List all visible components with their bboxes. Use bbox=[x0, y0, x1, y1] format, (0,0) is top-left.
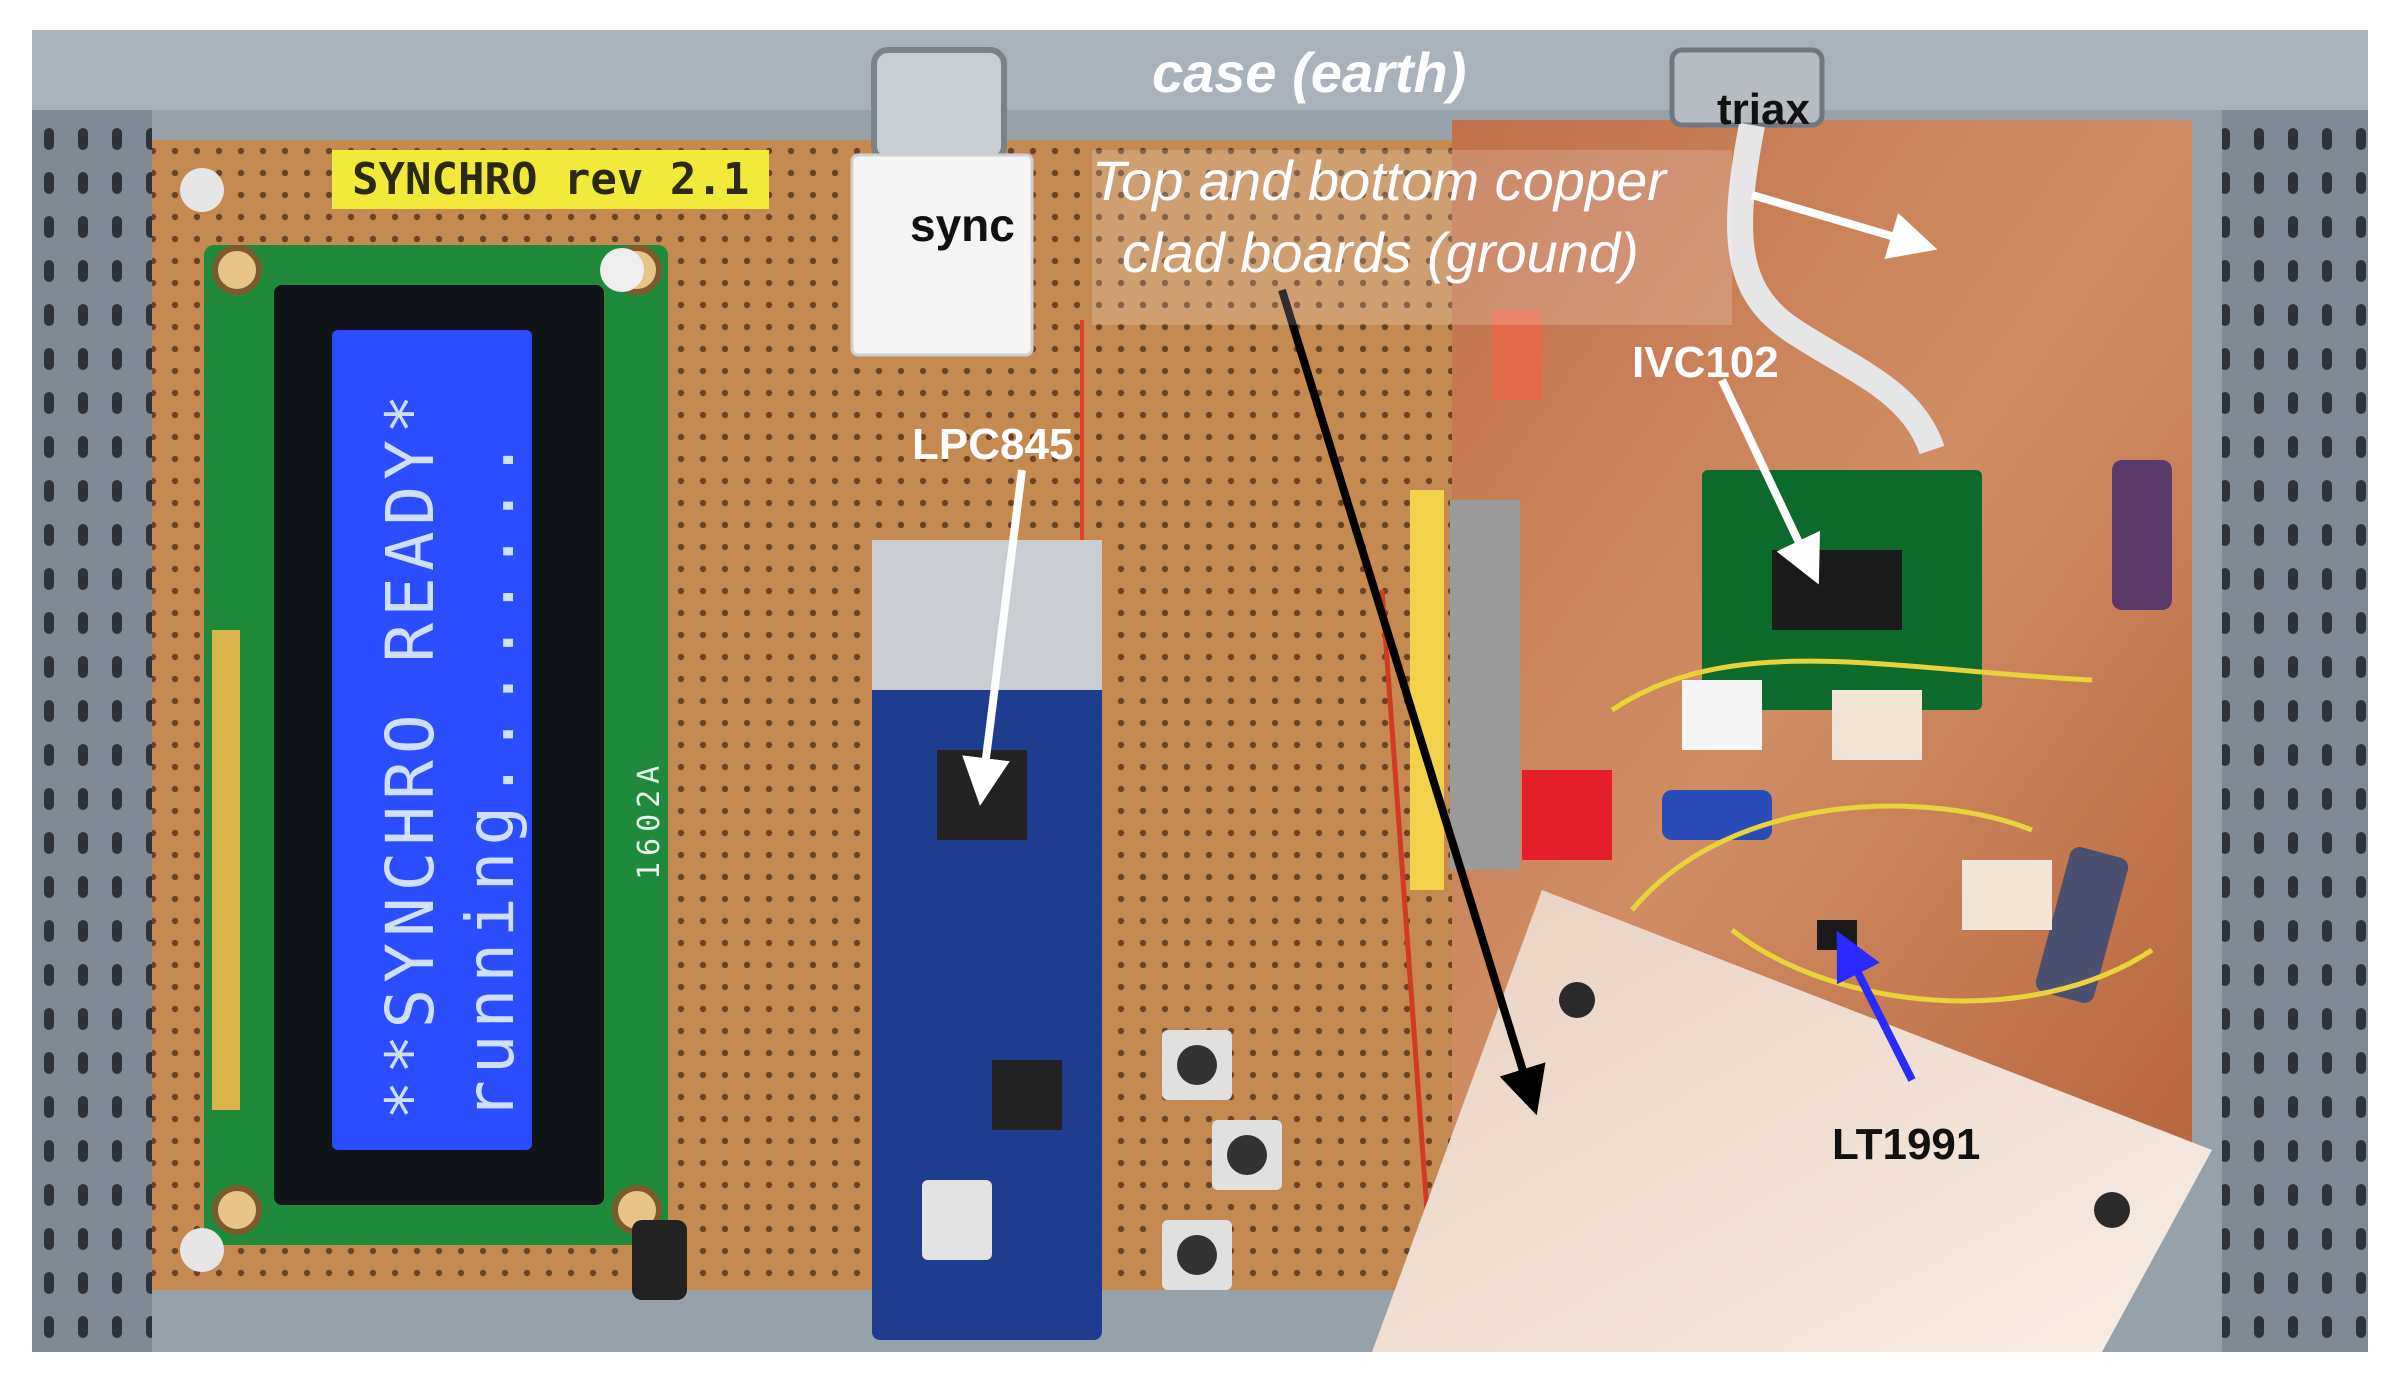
lcd-pin-header bbox=[212, 630, 240, 1110]
case-left-wall bbox=[32, 110, 152, 1352]
lpc845-arrow bbox=[962, 469, 1026, 806]
ivc102-label: IVC102 bbox=[1632, 338, 1779, 387]
standoff bbox=[600, 248, 644, 292]
lpc845-shield bbox=[872, 540, 1102, 690]
pushbutton-cap bbox=[1177, 1235, 1217, 1275]
plate-hole bbox=[1559, 982, 1595, 1018]
ground-plate-arrow bbox=[1278, 288, 1546, 1116]
lcd-mount-hole bbox=[212, 245, 262, 295]
lcd-model-label: 1602A bbox=[632, 759, 667, 880]
plate-hole bbox=[2094, 1192, 2130, 1228]
sync-connector-nut bbox=[871, 47, 1007, 163]
yellow-wire bbox=[1630, 803, 2033, 912]
lt1991-label: LT1991 bbox=[1832, 1120, 1981, 1169]
triax-cable bbox=[1727, 122, 1945, 455]
standoff bbox=[180, 1228, 224, 1272]
electrolytic-capacitor bbox=[2112, 460, 2172, 610]
copper-label-line1: Top and bottom copper bbox=[1092, 149, 1666, 212]
triax-label: triax bbox=[1717, 85, 1810, 134]
film-capacitor bbox=[1832, 690, 1922, 760]
lpc845-button bbox=[922, 1180, 992, 1260]
dip-switch bbox=[1492, 310, 1542, 400]
pushbutton-cap bbox=[1177, 1045, 1217, 1085]
lt1991-chip bbox=[1817, 920, 1857, 950]
lt1991-arrow bbox=[1836, 930, 1916, 1082]
sync-connector-body bbox=[850, 153, 1034, 357]
pushbutton-cap bbox=[1227, 1135, 1267, 1175]
copper-arrow bbox=[1750, 191, 1938, 259]
lpc845-board bbox=[872, 540, 1102, 1340]
electrolytic-capacitor bbox=[632, 1220, 687, 1300]
case-right-wall bbox=[2222, 110, 2368, 1352]
yellow-wire bbox=[1610, 658, 2093, 713]
ivc102-arrow bbox=[1718, 378, 1820, 585]
lcd-mount-hole bbox=[212, 1185, 262, 1235]
electrolytic-capacitor bbox=[1662, 790, 1772, 840]
red-trace bbox=[1379, 589, 1435, 1281]
film-capacitor bbox=[1962, 860, 2052, 930]
case-earth-label: case (earth) bbox=[1152, 41, 1467, 104]
standoff bbox=[180, 168, 224, 212]
lcd-screen bbox=[332, 330, 532, 1150]
resistor-array bbox=[1450, 500, 1520, 870]
ivc102-chip bbox=[1772, 550, 1902, 630]
film-capacitor bbox=[1682, 680, 1762, 750]
lpc845-label: LPC845 bbox=[912, 420, 1074, 469]
photo: SYNCHRO rev 2.1 **SYNCHRO READY* running… bbox=[32, 30, 2368, 1352]
red-component bbox=[1522, 770, 1612, 860]
lcd-line-2: running........ bbox=[452, 433, 529, 1120]
case-top-lip bbox=[32, 30, 2368, 110]
copper-label-line2: clad boards (ground) bbox=[1122, 221, 1639, 284]
lpc845-chip-secondary bbox=[992, 1060, 1062, 1130]
yellow-wire bbox=[1730, 928, 2154, 1004]
board-title-stripe: SYNCHRO rev 2.1 bbox=[332, 150, 770, 209]
lcd-line-1: **SYNCHRO READY* bbox=[372, 388, 449, 1120]
header-pins bbox=[1410, 490, 1444, 890]
photo-canvas bbox=[32, 30, 2368, 1352]
label-backing bbox=[1092, 150, 1732, 325]
sync-label: sync bbox=[910, 199, 1015, 251]
electrolytic-capacitor bbox=[2035, 847, 2129, 1003]
